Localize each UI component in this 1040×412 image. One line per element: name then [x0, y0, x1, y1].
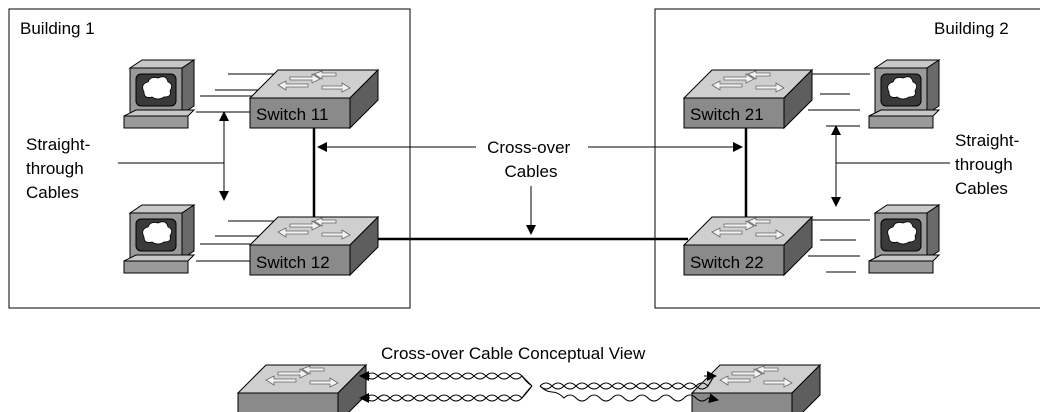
- switch-22-label: Switch 22: [690, 253, 764, 272]
- twisted-pair-conceptual: [359, 371, 719, 404]
- straight-through-cables-right: [808, 73, 870, 273]
- building-1-title: Building 1: [20, 19, 95, 38]
- straight-through-pointers: [118, 111, 950, 207]
- pc-icon: [123, 204, 195, 274]
- pc-icon: [868, 59, 940, 129]
- pc-icon: [868, 204, 940, 274]
- crossover-pointers: [317, 142, 743, 235]
- switch-11-label: Switch 11: [256, 105, 328, 124]
- switch-icon-conceptual-right: [691, 364, 821, 412]
- switch-21-label: Switch 21: [690, 105, 764, 124]
- crossover-links: [312, 128, 748, 241]
- pc-icon: [123, 59, 195, 129]
- crossover-label: Cross-over Cables: [487, 138, 575, 181]
- building-1-frame: [8, 8, 411, 309]
- building-2-title: Building 2: [934, 19, 1009, 38]
- straight-through-label-left: Straight- through Cables: [26, 135, 95, 202]
- switch-12-label: Switch 12: [256, 253, 330, 272]
- switch-icon-conceptual-left: [237, 364, 367, 412]
- building-2-frame: [654, 8, 1040, 309]
- conceptual-view-title: Cross-over Cable Conceptual View: [381, 344, 646, 363]
- straight-through-label-right: Straight- through Cables: [955, 131, 1024, 198]
